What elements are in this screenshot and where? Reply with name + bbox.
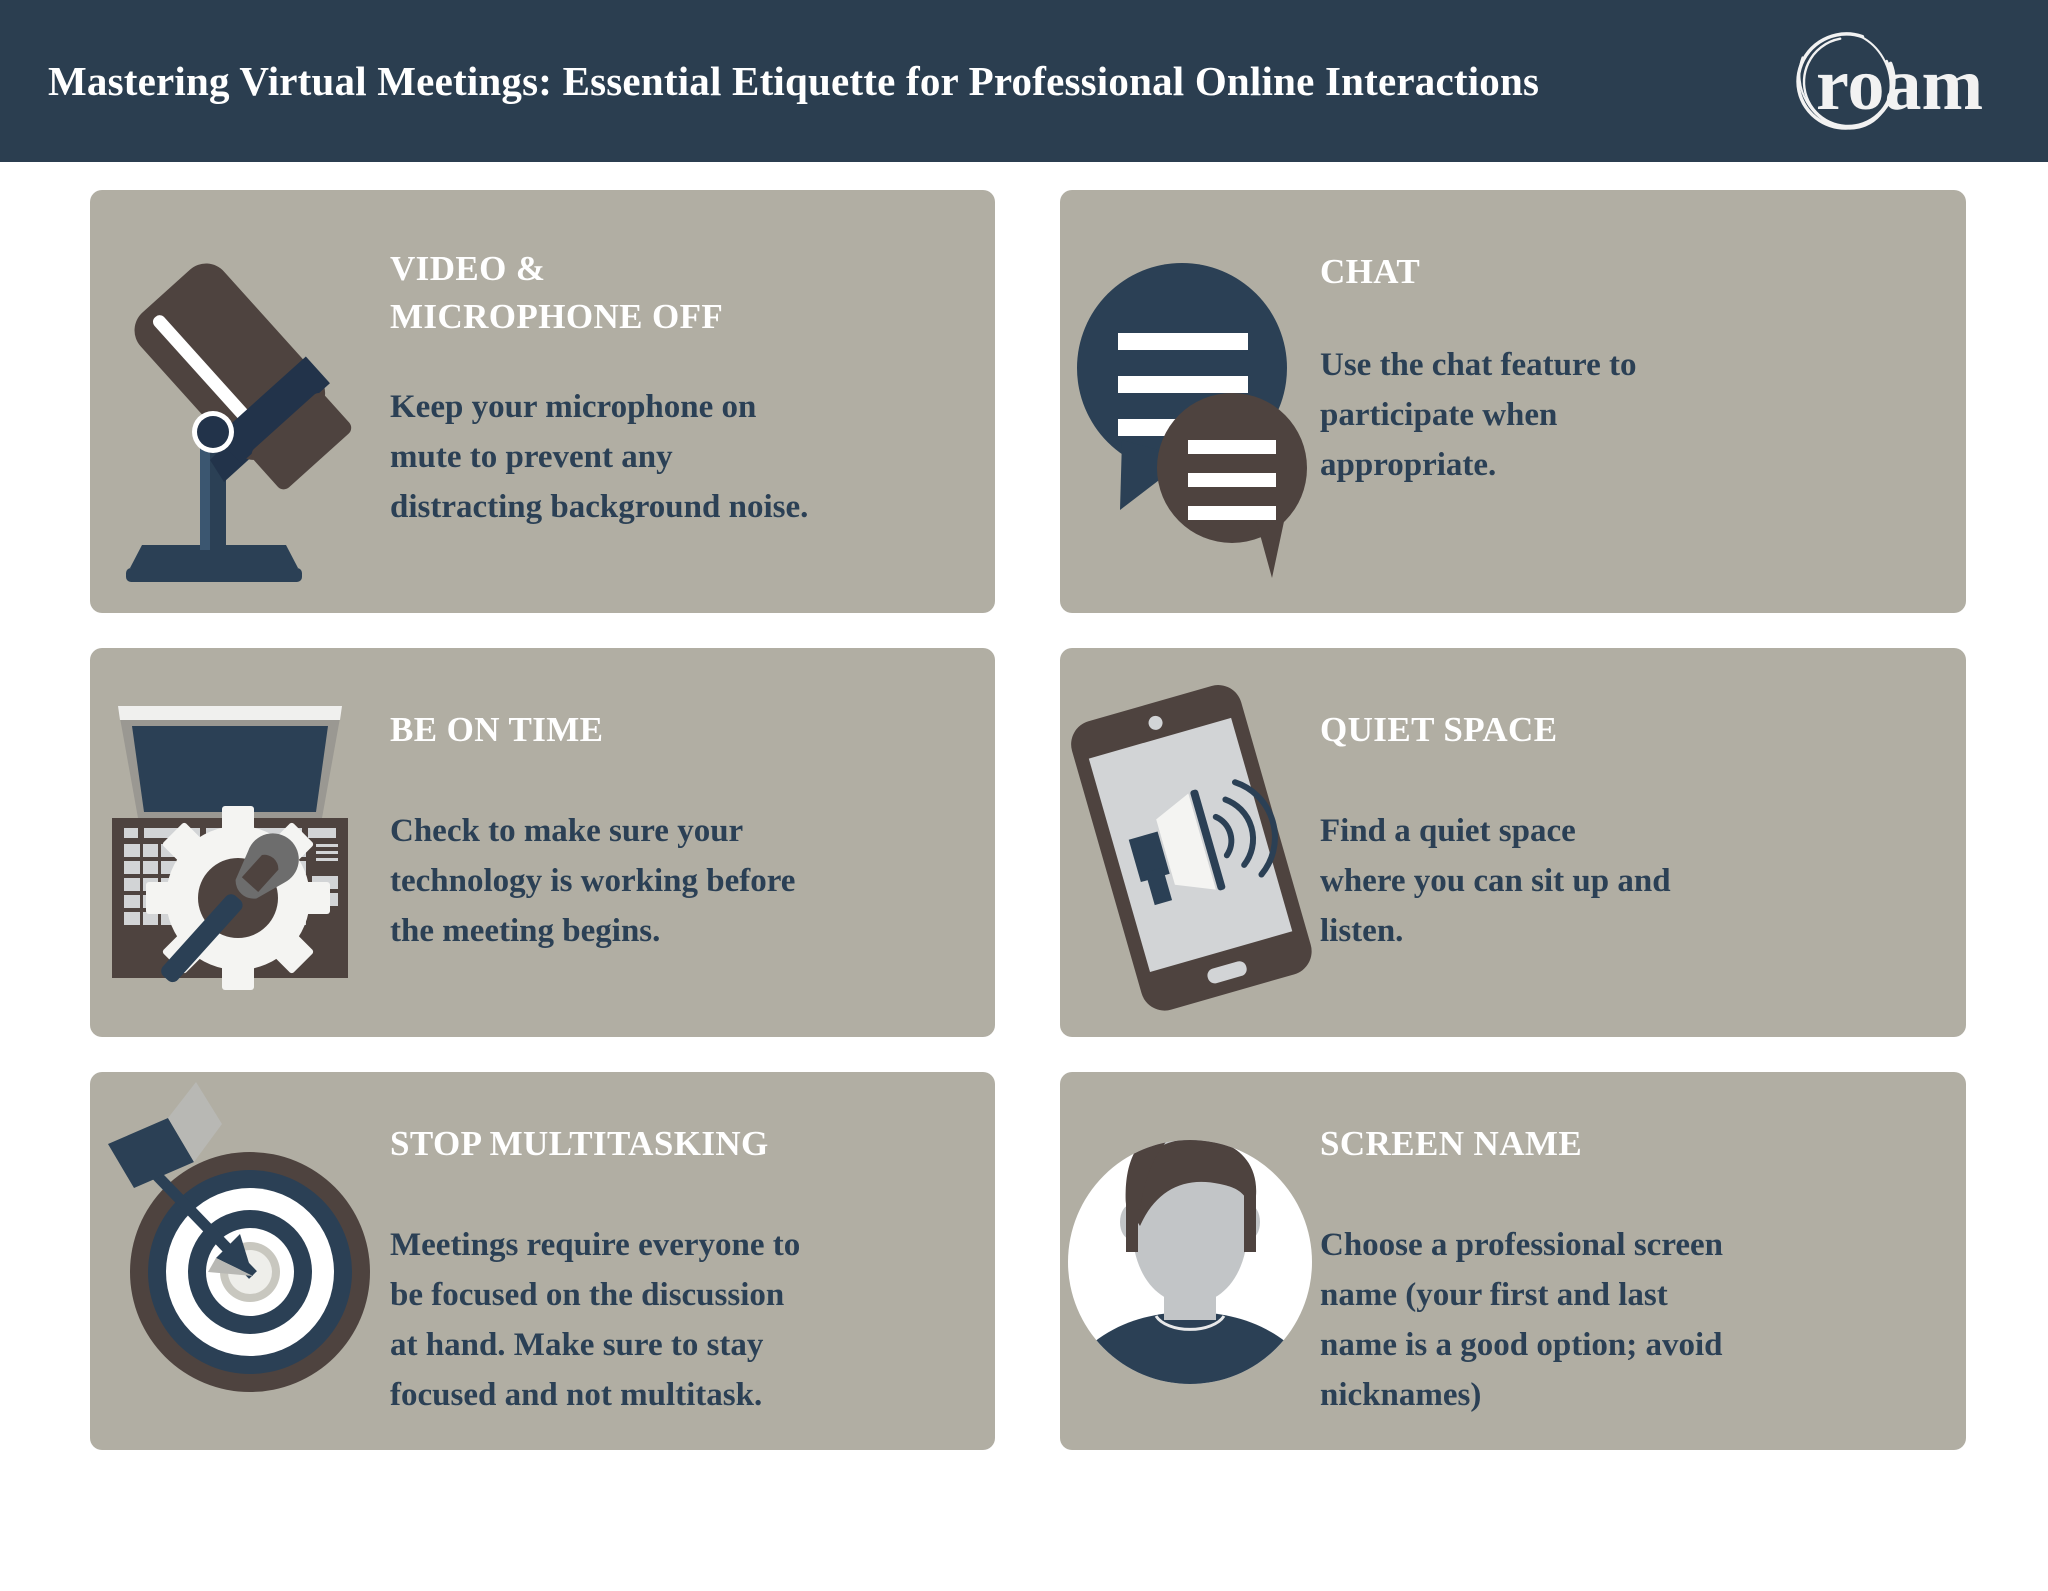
card-body: BE ON TIME Check to make sure your techn…	[390, 648, 975, 1037]
card-text: Use the chat feature to participate when…	[1320, 340, 1636, 490]
card-title-line: MICROPHONE OFF	[390, 297, 724, 336]
card-text: Keep your microphone on mute to prevent …	[390, 382, 808, 532]
card-text-line: participate when	[1320, 397, 1558, 433]
card-title: CHAT	[1320, 248, 1420, 296]
card-text-line: Use the chat feature to	[1320, 347, 1637, 383]
card-body: CHAT Use the chat feature to participate…	[1320, 190, 1946, 613]
card-text-line: Check to make sure your	[390, 813, 744, 849]
card-text-line: nicknames)	[1320, 1377, 1482, 1413]
card-body: QUIET SPACE Find a quiet space where you…	[1320, 648, 1946, 1037]
card-body: SCREEN NAME Choose a professional screen…	[1320, 1072, 1946, 1450]
card-text-line: mute to prevent any	[390, 439, 673, 475]
roam-logo-text: roam	[1816, 44, 1983, 126]
card-text: Choose a professional screen name (your …	[1320, 1220, 1723, 1420]
page-header: Mastering Virtual Meetings: Essential Et…	[0, 0, 2048, 162]
card-text-line: at hand. Make sure to stay	[390, 1327, 764, 1363]
card-text-line: Keep your microphone on	[390, 389, 757, 425]
card-text: Check to make sure your technology is wo…	[390, 806, 795, 956]
card-quiet-space[interactable]: QUIET SPACE Find a quiet space where you…	[1060, 648, 1966, 1037]
card-text-line: technology is working before	[390, 863, 796, 899]
user-avatar-icon	[1060, 1072, 1320, 1450]
card-text-line: listen.	[1320, 913, 1404, 949]
card-body: STOP MULTITASKING Meetings require every…	[390, 1072, 975, 1450]
card-title-line: STOP MULTITASKING	[390, 1124, 769, 1163]
card-be-on-time[interactable]: BE ON TIME Check to make sure your techn…	[90, 648, 995, 1037]
card-chat[interactable]: CHAT Use the chat feature to participate…	[1060, 190, 1966, 613]
card-title-line: BE ON TIME	[390, 710, 604, 749]
card-text-line: Find a quiet space	[1320, 813, 1576, 849]
card-text-line: Meetings require everyone to	[390, 1227, 801, 1263]
card-title: SCREEN NAME	[1320, 1120, 1582, 1168]
card-title-line: QUIET SPACE	[1320, 710, 1558, 749]
card-text-line: name is a good option; avoid	[1320, 1327, 1723, 1363]
smartphone-megaphone-icon	[1060, 648, 1320, 1037]
card-text-line: appropriate.	[1320, 447, 1497, 483]
card-text-line: Choose a professional screen	[1320, 1227, 1724, 1263]
card-screen-name[interactable]: SCREEN NAME Choose a professional screen…	[1060, 1072, 1966, 1450]
laptop-gear-wrench-icon	[90, 648, 390, 1037]
card-text: Find a quiet space where you can sit up …	[1320, 806, 1671, 956]
card-body: VIDEO & MICROPHONE OFF Keep your microph…	[390, 190, 975, 613]
card-title-line: SCREEN NAME	[1320, 1124, 1583, 1163]
card-title: BE ON TIME	[390, 706, 603, 754]
card-title-line: CHAT	[1320, 252, 1421, 291]
card-text-line: where you can sit up and	[1320, 863, 1671, 899]
page-title: Mastering Virtual Meetings: Essential Et…	[48, 58, 1540, 104]
card-text-line: distracting background noise.	[390, 489, 809, 525]
card-video-microphone-off[interactable]: VIDEO & MICROPHONE OFF Keep your microph…	[90, 190, 995, 613]
card-text: Meetings require everyone to be focused …	[390, 1220, 800, 1420]
card-text-line: name (your first and last	[1320, 1277, 1668, 1313]
target-arrow-icon	[90, 1072, 390, 1450]
card-title: QUIET SPACE	[1320, 706, 1557, 754]
card-title: STOP MULTITASKING	[390, 1120, 769, 1168]
card-title: VIDEO & MICROPHONE OFF	[390, 245, 723, 341]
card-stop-multitasking[interactable]: STOP MULTITASKING Meetings require every…	[90, 1072, 995, 1450]
chat-bubbles-icon	[1060, 190, 1320, 613]
card-text-line: be focused on the discussion	[390, 1277, 785, 1313]
card-text-line: the meeting begins.	[390, 913, 661, 949]
card-text-line: focused and not multitask.	[390, 1377, 763, 1413]
card-title-line: VIDEO &	[390, 249, 546, 288]
microphone-icon	[90, 190, 390, 613]
roam-logo: roam	[1788, 21, 2018, 141]
